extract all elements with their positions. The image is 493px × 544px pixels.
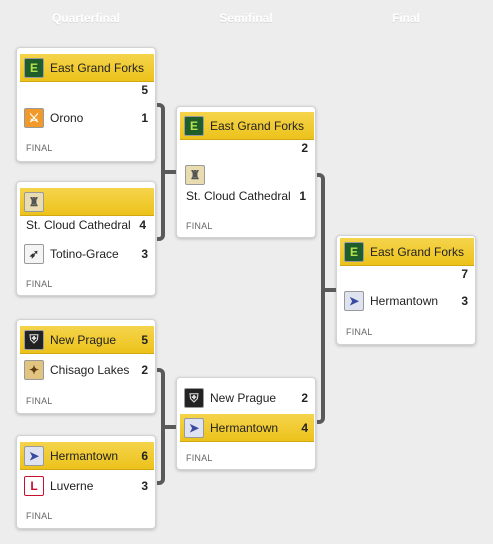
- round-header-final: Final: [391, 11, 420, 25]
- green-e-logo-icon: E: [184, 115, 204, 136]
- team-name: Orono: [50, 111, 84, 125]
- eagle-logo-icon: ➶: [24, 244, 44, 264]
- team-row[interactable]: ➶ Totino-Grace 3: [20, 240, 154, 268]
- team-row-winner[interactable]: ➤ Hermantown 4: [180, 414, 314, 442]
- team-score: 6: [141, 448, 148, 463]
- crest-logo-icon: ♜: [185, 165, 205, 185]
- hawk-logo-icon: ➤: [24, 445, 44, 466]
- team-name: East Grand Forks: [370, 244, 465, 259]
- team-name: New Prague: [50, 332, 117, 347]
- team-name: East Grand Forks: [210, 118, 305, 133]
- trojan-logo-icon: ⛨: [184, 388, 204, 408]
- game-card-qf4[interactable]: ➤ Hermantown 6 L Luverne 3 FINAL: [16, 435, 156, 529]
- team-row-winner[interactable]: E East Grand Forks 2: [180, 112, 314, 155]
- game-status: FINAL: [26, 279, 53, 289]
- team-score: 1: [141, 111, 148, 125]
- bracket-connector: [317, 173, 325, 424]
- team-row[interactable]: ⛨ New Prague 2: [180, 384, 314, 412]
- team-row[interactable]: ➤ Hermantown 3: [340, 287, 474, 315]
- green-e-logo-icon: E: [344, 241, 364, 262]
- team-name: East Grand Forks: [50, 60, 145, 75]
- team-name: Hermantown: [210, 420, 279, 435]
- bracket-connector: [157, 368, 165, 485]
- wildcat-logo-icon: ✦: [24, 360, 44, 380]
- team-score: 4: [301, 420, 308, 435]
- team-name: Hermantown: [50, 448, 119, 463]
- game-card-final[interactable]: E East Grand Forks 7 ➤ Hermantown 3 FINA…: [336, 235, 476, 345]
- team-row-winner[interactable]: E East Grand Forks 5: [20, 54, 154, 97]
- team-name[interactable]: St. Cloud Cathedral: [186, 189, 291, 203]
- team-score: 3: [461, 294, 468, 308]
- team-score: 2: [301, 141, 308, 155]
- team-row-winner[interactable]: ➤ Hermantown 6: [20, 442, 154, 470]
- game-status: FINAL: [26, 396, 53, 406]
- bracket-connector: [165, 425, 176, 429]
- team-row-winner[interactable]: ♜: [20, 188, 154, 216]
- team-name: Luverne: [50, 479, 94, 493]
- team-score: 5: [141, 332, 148, 347]
- team-score: 4: [139, 218, 146, 232]
- team-row[interactable]: ✦ Chisago Lakes 2: [20, 356, 154, 384]
- team-score: 1: [299, 189, 306, 203]
- team-score: 5: [141, 83, 148, 97]
- green-e-logo-icon: E: [24, 57, 44, 78]
- game-status: FINAL: [346, 327, 373, 337]
- team-name: Chisago Lakes: [50, 363, 130, 377]
- game-card-qf1[interactable]: E East Grand Forks 5 ⚔ Orono 1 FINAL: [16, 47, 156, 162]
- team-row[interactable]: ⚔ Orono 1: [20, 104, 154, 132]
- game-status: FINAL: [26, 143, 53, 153]
- team-name: Totino-Grace: [50, 247, 119, 261]
- game-status: FINAL: [26, 511, 53, 521]
- red-l-logo-icon: L: [24, 476, 44, 496]
- team-name: New Prague: [210, 391, 277, 405]
- team-row-winner[interactable]: E East Grand Forks 7: [340, 238, 474, 281]
- game-card-sf2[interactable]: ⛨ New Prague 2 ➤ Hermantown 4 FINAL: [176, 377, 316, 470]
- bracket-connector: [165, 170, 176, 174]
- trojan-logo-icon: ⛨: [24, 329, 44, 350]
- team-name[interactable]: St. Cloud Cathedral: [26, 218, 131, 232]
- team-name: Hermantown: [370, 294, 439, 308]
- hawk-logo-icon: ➤: [184, 417, 204, 438]
- game-status: FINAL: [186, 221, 213, 231]
- bracket-connector: [157, 103, 165, 241]
- team-score: 2: [301, 391, 308, 405]
- hawk-logo-icon: ➤: [344, 291, 364, 311]
- orange-spartan-logo-icon: ⚔: [24, 108, 44, 128]
- team-score: 2: [141, 363, 148, 377]
- team-row[interactable]: L Luverne 3: [20, 472, 154, 500]
- game-card-qf2[interactable]: ♜ St. Cloud Cathedral 4 ➶ Totino-Grace 3…: [16, 181, 156, 296]
- game-status: FINAL: [186, 453, 213, 463]
- game-card-sf1[interactable]: E East Grand Forks 2 ♜ St. Cloud Cathedr…: [176, 106, 316, 238]
- game-card-qf3[interactable]: ⛨ New Prague 5 ✦ Chisago Lakes 2 FINAL: [16, 319, 156, 414]
- round-header-quarterfinal: Quarterfinal: [51, 11, 120, 25]
- round-header-semifinal: Semifinal: [219, 11, 273, 25]
- team-score: 7: [461, 267, 468, 281]
- team-score: 3: [141, 479, 148, 493]
- team-row-winner[interactable]: ⛨ New Prague 5: [20, 326, 154, 354]
- crest-logo-icon: ♜: [24, 191, 44, 212]
- bracket-connector: [325, 288, 336, 292]
- team-score: 3: [141, 247, 148, 261]
